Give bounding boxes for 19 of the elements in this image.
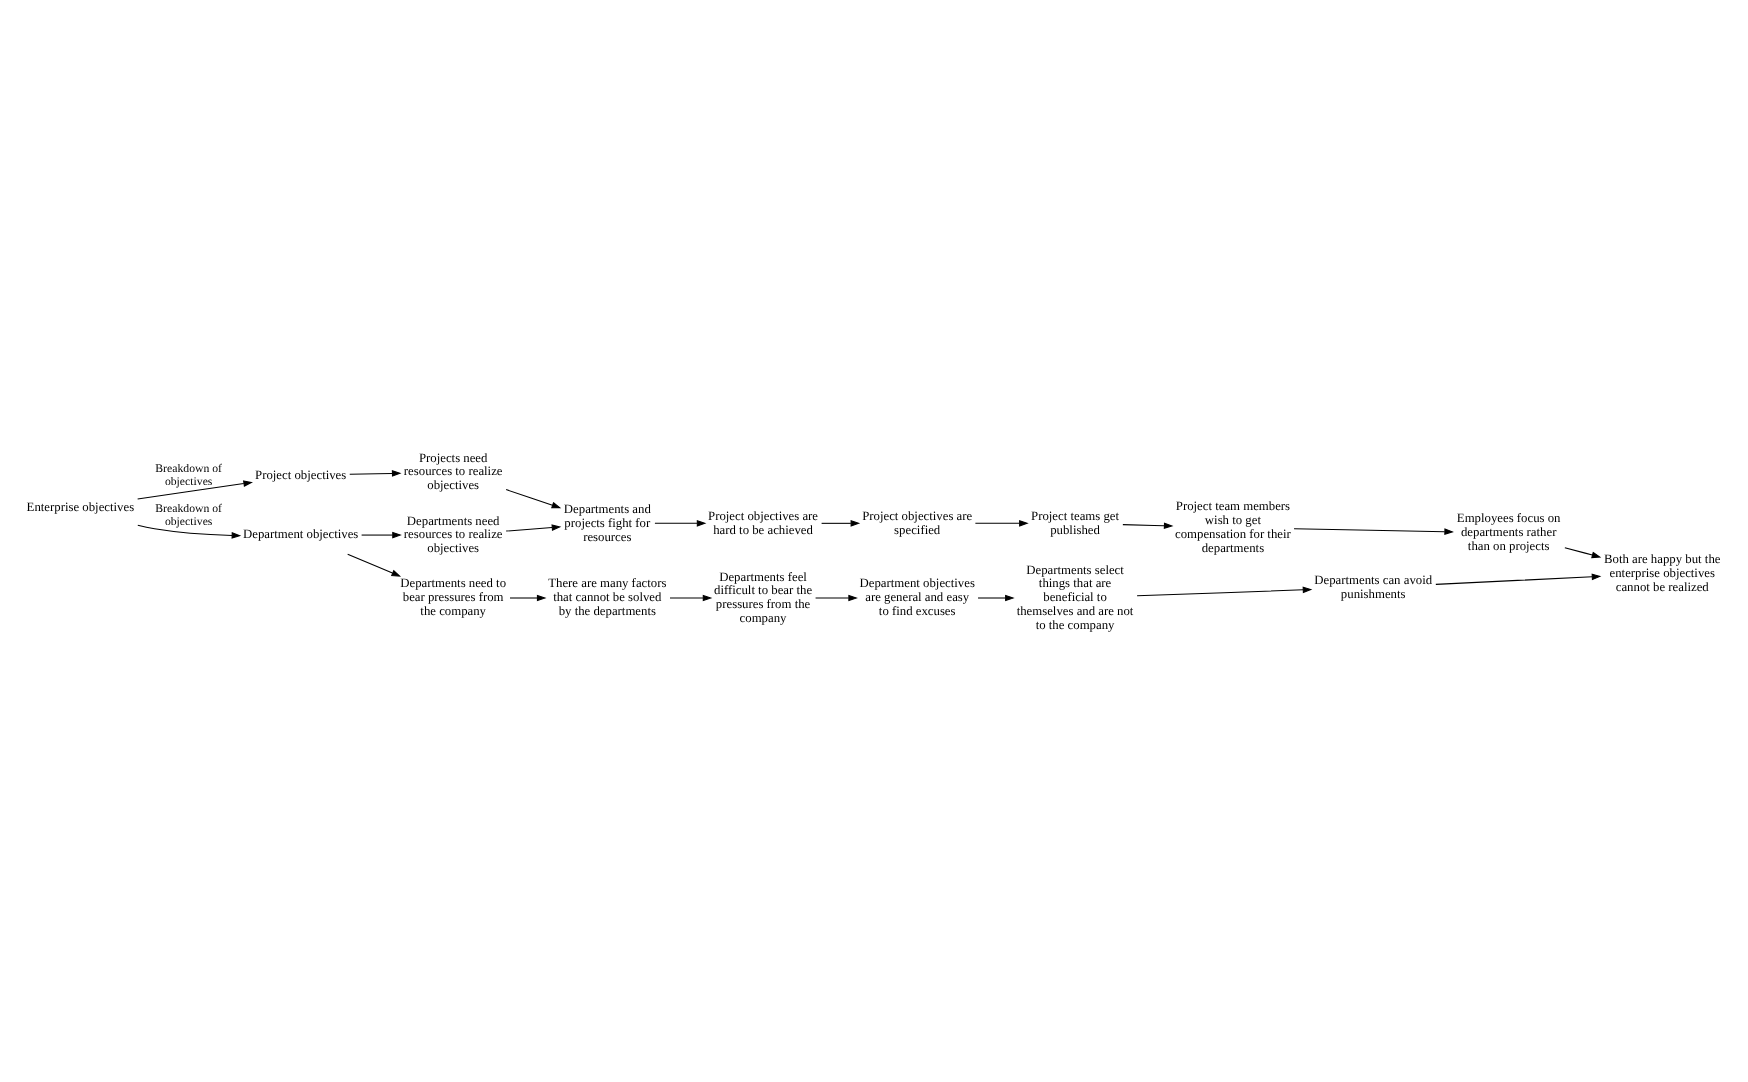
arrow <box>137 523 242 538</box>
arrow <box>1435 572 1602 584</box>
arrow <box>669 593 713 601</box>
arrow <box>347 552 402 576</box>
arrow <box>509 593 547 601</box>
arrow <box>1122 521 1174 529</box>
arrow <box>361 530 402 538</box>
arrow <box>349 469 402 476</box>
arrow <box>1564 546 1602 558</box>
arrow <box>977 593 1015 601</box>
arrow <box>1136 585 1313 596</box>
arrow <box>1293 527 1454 535</box>
arrow <box>505 488 562 508</box>
arrow <box>815 593 858 601</box>
arrow <box>821 518 861 526</box>
arrow <box>654 518 707 526</box>
arrow <box>505 523 562 531</box>
arrow <box>974 518 1029 526</box>
arrow <box>137 479 253 499</box>
